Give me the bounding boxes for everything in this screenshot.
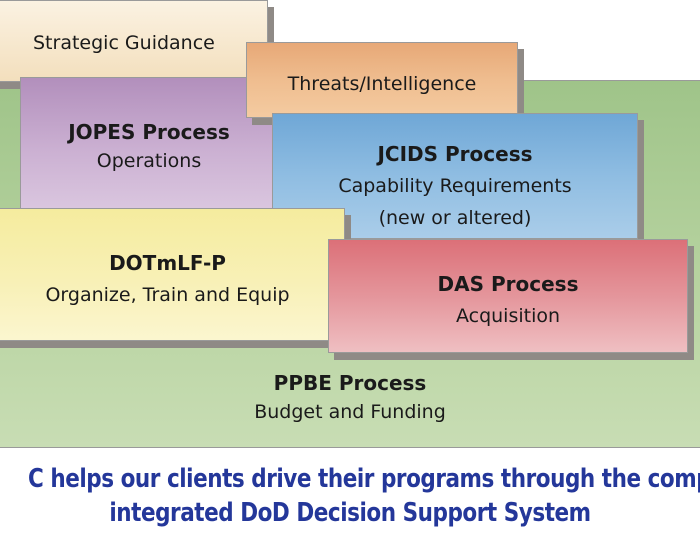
- ppbe-subtitle: Budget and Funding: [254, 401, 446, 423]
- jopes-process-box: JOPES Process Operations: [20, 77, 278, 210]
- dotmlf-subtitle: Organize, Train and Equip: [45, 284, 290, 306]
- jopes-title: JOPES Process: [68, 120, 230, 144]
- caption-line-2: integrated DoD Decision Support System: [109, 498, 591, 528]
- ppbe-title: PPBE Process: [273, 371, 427, 395]
- jcids-subtitle-2: (new or altered): [378, 207, 532, 229]
- jcids-subtitle: Capability Requirements: [338, 175, 572, 197]
- jcids-process-box: JCIDS Process Capability Requirements (n…: [272, 113, 638, 239]
- jopes-subtitle: Operations: [96, 150, 202, 172]
- das-subtitle: Acquisition: [455, 305, 561, 327]
- jcids-title: JCIDS Process: [377, 142, 533, 166]
- das-title: DAS Process: [437, 272, 579, 296]
- strategic-guidance-label: Strategic Guidance: [33, 32, 215, 54]
- threats-intelligence-label: Threats/Intelligence: [287, 73, 477, 95]
- threats-intelligence-box: Threats/Intelligence: [246, 42, 518, 118]
- caption-line-1: C helps our clients drive their programs…: [28, 464, 700, 494]
- das-process-box: DAS Process Acquisition: [328, 239, 688, 353]
- strategic-guidance-box: Strategic Guidance: [0, 0, 268, 82]
- dotmlf-title: DOTmLF-P: [109, 251, 226, 275]
- dotmlf-p-box: DOTmLF-P Organize, Train and Equip: [0, 208, 345, 341]
- caption: C helps our clients drive their programs…: [28, 462, 700, 530]
